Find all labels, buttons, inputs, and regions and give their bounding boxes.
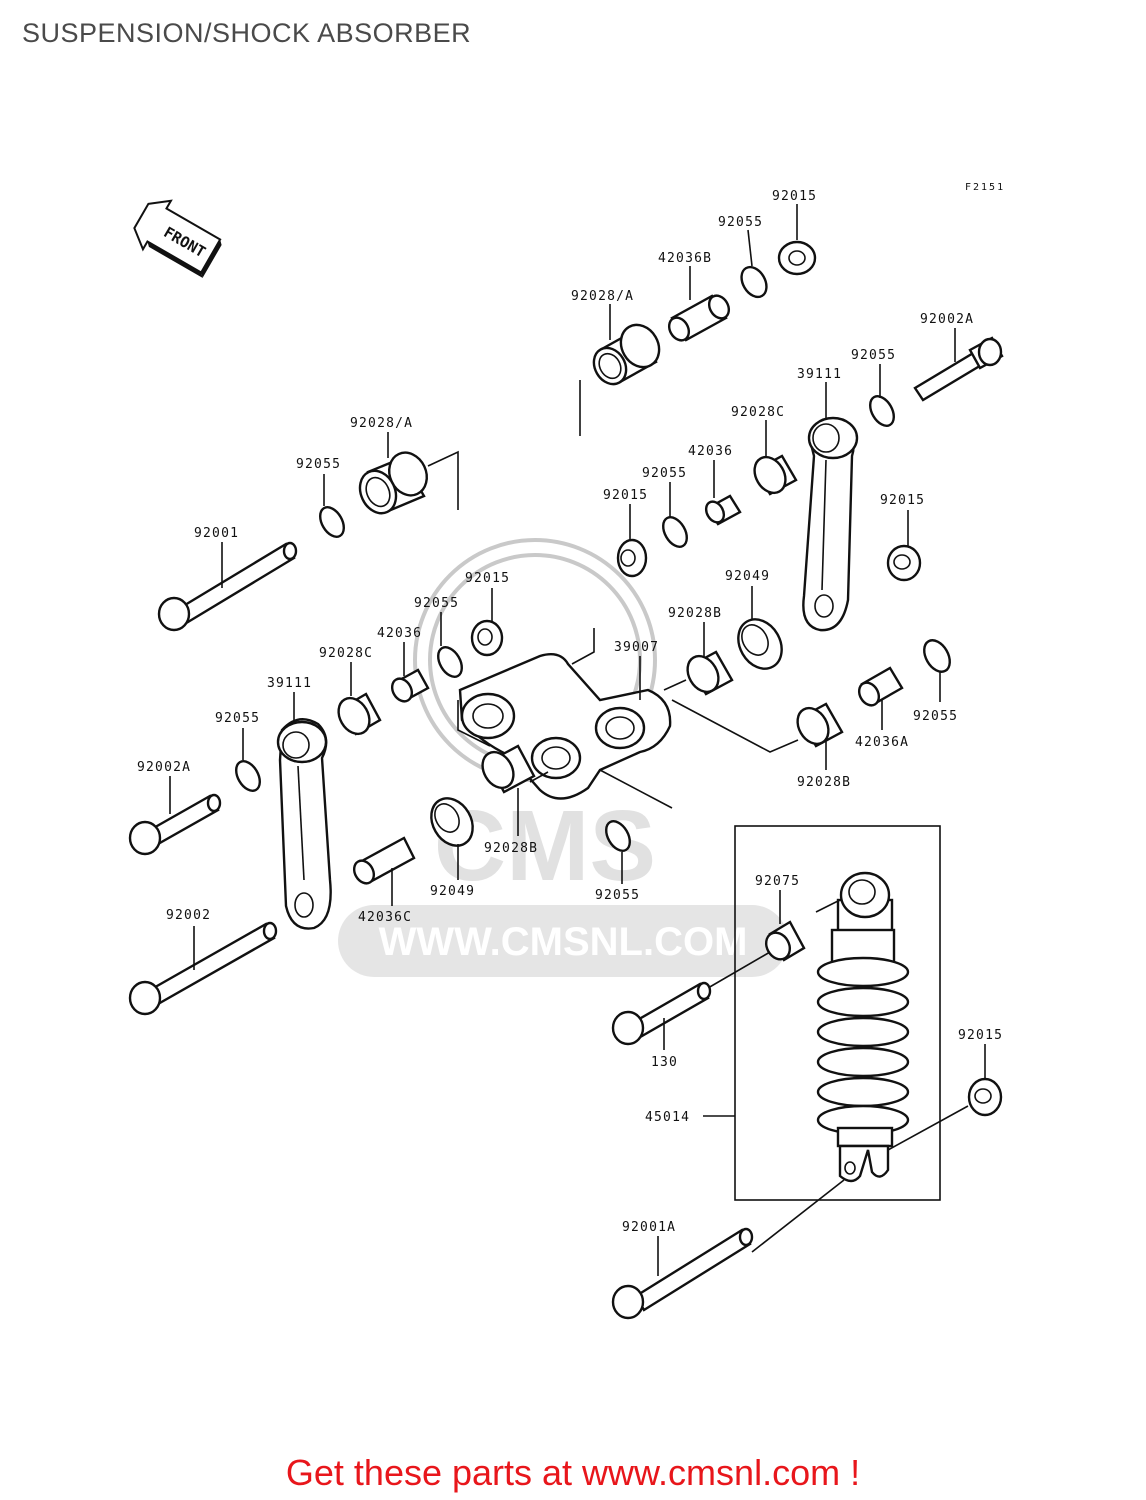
nut-92015-right — [886, 544, 922, 582]
collar-42036C — [352, 836, 416, 885]
part-label-92055-far-right: 92055 — [913, 709, 958, 724]
part-label-92001: 92001 — [194, 526, 239, 541]
collar-42036-right — [704, 494, 742, 526]
part-label-92015-center: 92015 — [465, 571, 510, 586]
part-label-92015-mid: 92015 — [603, 488, 648, 503]
part-label-92002: 92002 — [166, 908, 211, 923]
nut-92015-shock — [967, 1077, 1003, 1117]
part-label-92028B-mid: 92028B — [484, 841, 538, 856]
part-label-45014: 45014 — [645, 1110, 690, 1125]
part-label-92075: 92075 — [755, 874, 800, 889]
part-label-92015-shock: 92015 — [958, 1028, 1003, 1043]
part-label-92028B-right: 92028B — [668, 606, 722, 621]
part-label-92055-right: 92055 — [851, 348, 896, 363]
oring-92055-left — [319, 506, 345, 538]
figure-code: F2151 — [965, 182, 1005, 193]
bearing-92028B-mid — [481, 744, 536, 794]
part-label-130: 130 — [651, 1055, 678, 1070]
page-title: SUSPENSION/SHOCK ABSORBER — [22, 18, 472, 48]
tie-rod-39111-right — [802, 416, 859, 632]
bearing-92028A-top — [592, 323, 661, 386]
oring-92055-lower-left — [235, 760, 261, 792]
oring-92055-right — [869, 395, 895, 427]
part-label-92055-lower-left: 92055 — [215, 711, 260, 726]
part-label-92028A-left: 92028/A — [350, 416, 413, 431]
part-label-42036-left: 42036 — [377, 626, 422, 641]
bearing-92049-left — [430, 797, 474, 847]
nut-92015-mid — [616, 538, 648, 578]
bearing-92028A-left — [358, 451, 428, 515]
front-arrow-icon: FRONT — [133, 199, 222, 278]
bearing-92028B-right — [686, 650, 734, 696]
tie-rod-39111-left — [276, 718, 332, 930]
oring-92055-top — [740, 265, 768, 299]
get-parts-link[interactable]: Get these parts at www.cmsnl.com ! — [285, 1452, 861, 1493]
part-label-92055-bottom: 92055 — [595, 888, 640, 903]
part-label-92049-left: 92049 — [430, 884, 475, 899]
part-label-42036-right: 42036 — [688, 444, 733, 459]
bolt-92002A-left — [128, 793, 222, 856]
part-label-92055-center: 92055 — [414, 596, 459, 611]
part-label-92055-mid: 92055 — [642, 466, 687, 481]
bearing-92028B-lower — [796, 702, 844, 748]
collar-92075 — [764, 920, 806, 962]
part-label-92028C-left: 92028C — [319, 646, 373, 661]
watermark-url-text: WWW.CMSNL.COM — [379, 920, 748, 964]
part-label-42036B: 42036B — [658, 251, 712, 266]
shock-absorber-45014 — [816, 871, 910, 1183]
part-label-92002A-right: 92002A — [920, 312, 974, 327]
part-label-92055-left: 92055 — [296, 457, 341, 472]
oring-92055-far-right — [923, 639, 951, 673]
part-label-92028C-right: 92028C — [731, 405, 785, 420]
rocker-arm-39007 — [458, 653, 672, 800]
collar-42036B — [667, 294, 731, 342]
bolt-92001 — [157, 541, 298, 632]
part-label-92028A-top: 92028/A — [571, 289, 634, 304]
part-label-92049-right: 92049 — [725, 569, 770, 584]
part-label-39111-left: 39111 — [267, 676, 312, 691]
part-label-92015-right: 92015 — [880, 493, 925, 508]
part-label-39007: 39007 — [614, 640, 659, 655]
part-label-92028B-lower: 92028B — [797, 775, 851, 790]
shock-assembly-frame — [734, 825, 941, 1201]
bolt-92002A-right — [913, 336, 1004, 402]
collar-42036A — [857, 666, 904, 707]
bearing-92028C-left — [337, 692, 382, 736]
part-label-92055-top: 92055 — [718, 215, 763, 230]
bolt-92001A — [611, 1227, 754, 1320]
oring-92055-bottom — [605, 820, 631, 852]
collar-42036-left — [390, 668, 430, 703]
bearing-92049-right — [737, 618, 783, 670]
part-label-42036C: 42036C — [358, 910, 412, 925]
oring-92055-mid — [662, 516, 688, 548]
nut-92015-top — [777, 240, 817, 276]
part-label-39111-right: 39111 — [797, 367, 842, 382]
part-label-92001A: 92001A — [622, 1220, 676, 1235]
bolt-92002 — [128, 921, 278, 1016]
bearing-92028C-right — [753, 454, 798, 496]
leader-lines — [169, 204, 986, 1276]
part-label-92015-top: 92015 — [772, 189, 817, 204]
oring-92055-center — [437, 646, 463, 678]
part-label-92002A-left: 92002A — [137, 760, 191, 775]
nut-92015-center — [470, 619, 504, 657]
part-label-42036A: 42036A — [855, 735, 909, 750]
bolt-130 — [611, 981, 712, 1046]
